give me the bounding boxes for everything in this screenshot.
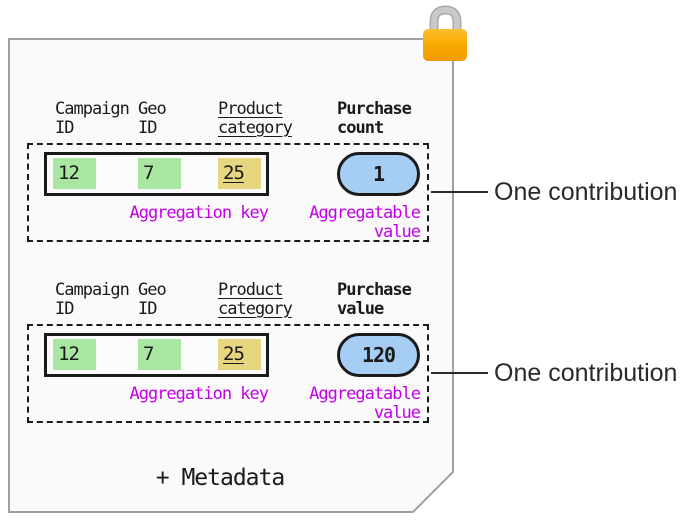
key-cell-product-category: 25: [218, 339, 261, 370]
column-header-product-category: Product category: [218, 280, 293, 319]
contribution-boundary: [27, 324, 429, 423]
metadata-label: + Metadata: [155, 465, 285, 491]
aggregatable-value-pill: 1: [337, 152, 420, 196]
aggregation-key-label: Aggregation key: [129, 203, 269, 223]
column-header-geo-id: Geo ID: [138, 99, 167, 138]
callout-connector: [431, 372, 488, 374]
key-cell-campaign-id: 12: [53, 339, 96, 370]
aggregation-key-label: Aggregation key: [129, 384, 269, 404]
aggregatable-value-pill: 120: [337, 333, 420, 377]
lock-shackle-inner: [431, 6, 460, 36]
key-cell-campaign-id: 12: [53, 158, 96, 189]
column-header-geo-id: Geo ID: [138, 280, 167, 319]
contribution-group-value: Campaign ID Geo ID Product category Purc…: [0, 281, 700, 441]
column-header-product-category: Product category: [218, 99, 293, 138]
key-cell-geo-id: 7: [138, 158, 181, 189]
column-header-campaign-id: Campaign ID: [55, 280, 130, 319]
aggregatable-value-label: Aggregatable value: [309, 203, 421, 242]
column-header-purchase-count: Purchase count: [337, 99, 412, 138]
lock-body: [423, 29, 467, 61]
column-header-campaign-id: Campaign ID: [55, 99, 130, 138]
aggregatable-value-label: Aggregatable value: [309, 384, 421, 423]
contribution-boundary: [27, 143, 429, 242]
contribution-group-count: Campaign ID Geo ID Product category Purc…: [0, 100, 700, 260]
key-cell-geo-id: 7: [138, 339, 181, 370]
callout-connector: [431, 191, 488, 193]
column-header-purchase-value: Purchase value: [337, 280, 412, 319]
callout-one-contribution: One contribution: [494, 178, 678, 206]
key-cell-product-category: 25: [218, 158, 261, 189]
callout-one-contribution: One contribution: [494, 359, 678, 387]
padlock-icon: [423, 5, 467, 61]
